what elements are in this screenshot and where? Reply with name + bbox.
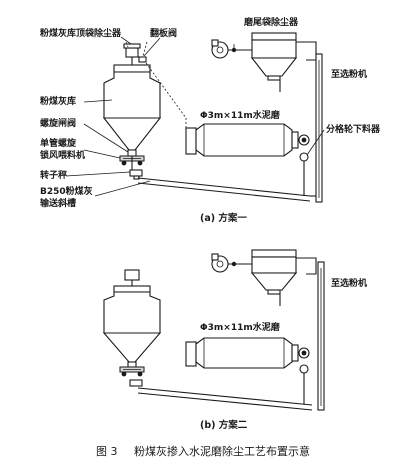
label-chute-1: B250粉煤灰	[40, 185, 93, 197]
label-screw-feeder-2: 锁风喂料机	[40, 149, 85, 161]
label-spiral-gate: 螺旋闸阀	[40, 117, 76, 129]
figure-number: 图 3	[96, 445, 118, 458]
label-mill-tail-collector: 磨尾袋除尘器	[243, 16, 299, 28]
silo-top-dust-collector	[123, 43, 141, 65]
screw-feeder-b	[119, 366, 145, 377]
label-mill-name: Φ3m×11m水泥磨	[200, 109, 281, 121]
figure-title: 粉煤灰掺入水泥磨除尘工艺布置示意	[134, 444, 310, 458]
fan-icon-b	[211, 253, 229, 273]
caption-scheme-a: (a) 方案一	[200, 212, 247, 224]
rotor-scale	[129, 169, 143, 180]
conveying-chute	[137, 177, 311, 197]
label-chute-2: 输送斜槽	[40, 197, 76, 209]
cement-mill	[185, 123, 310, 157]
label-mill-name-b: Φ3m×11m水泥磨	[200, 321, 281, 333]
fly-ash-silo	[102, 64, 162, 157]
label-flap-valve: 翻板阀	[150, 27, 177, 39]
label-screw-feeder-1: 单管螺旋	[40, 137, 77, 149]
label-fly-ash-silo: 粉煤灰库	[40, 95, 76, 107]
flap-valve	[138, 56, 147, 63]
fan-icon	[211, 39, 229, 59]
rotor-scale-b	[129, 379, 143, 387]
label-rotor-scale: 转子秤	[40, 169, 67, 181]
mill-tail-dust-collector-b	[250, 249, 298, 295]
cement-mill-b	[185, 337, 310, 404]
silo-top-dust-collector-b	[124, 269, 140, 286]
separator-duct	[315, 53, 323, 203]
label-split-feeder: 分格轮下料器	[326, 123, 381, 135]
caption-scheme-b: (b) 方案二	[200, 419, 248, 431]
label-to-separator-b: 至选粉机	[331, 277, 367, 289]
conveying-chute-b	[137, 387, 313, 406]
scheme-a: 粉煤灰库顶袋除尘器 翻板阀 磨尾袋除尘器 至选粉机 粉煤灰库 Φ3m×11m水泥…	[40, 16, 381, 224]
label-to-separator: 至选粉机	[331, 68, 367, 80]
return-air-duct	[145, 62, 187, 128]
label-top-dust-collector: 粉煤灰库顶袋除尘器	[40, 27, 122, 39]
separator-duct-b	[317, 261, 325, 411]
scheme-b: 至选粉机 Φ3m×11m水泥磨 (b) 方案二	[102, 249, 367, 431]
mill-tail-dust-collector	[250, 32, 298, 81]
fly-ash-silo-b	[102, 285, 162, 368]
split-wheel-feeder	[299, 152, 316, 197]
